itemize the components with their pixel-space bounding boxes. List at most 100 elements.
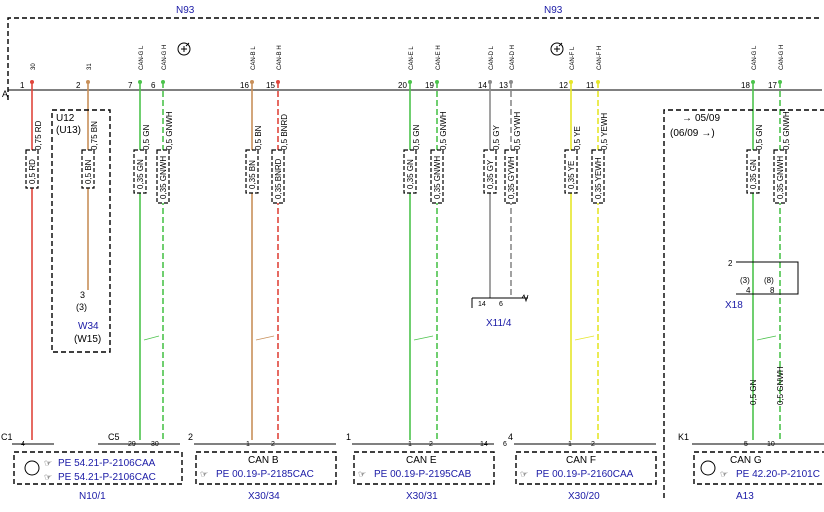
u12-pin: 3 xyxy=(80,290,85,300)
wire-spec-wcandh: 0,5 GYWH xyxy=(513,112,522,150)
svg-text:(06/09→): (06/09→) xyxy=(670,128,715,139)
n101-pe1[interactable]: PE 54.21-P-2106CAA xyxy=(58,458,156,469)
pin-name-wcaneh: CAN-E H xyxy=(436,45,442,70)
wire-spec-box-label-wcangh: 0,35 GNWH xyxy=(159,156,168,199)
pin-name-wcangh2: CAN-G H xyxy=(779,45,785,70)
pin-number-w30: 1 xyxy=(20,81,25,90)
wire-spec-lower-wcangl2: 0,5 GN xyxy=(749,379,758,405)
pin-number-wcandh: 13 xyxy=(499,81,508,90)
wire-spec-box-wcangl xyxy=(133,149,147,194)
pin-name-wcandh: CAN-D H xyxy=(510,45,516,70)
pin-number-wcanfh: 11 xyxy=(586,81,595,90)
component-x30-34[interactable]: 2 CAN B ☞ PE 00.19-P-2185CAC X30/34 xyxy=(188,432,337,502)
wire-spec-wcandl: 0,5 GY xyxy=(492,124,501,150)
pin-number-wcanbl: 16 xyxy=(240,81,249,90)
x3020-pe[interactable]: PE 00.19-P-2160CAA xyxy=(536,469,634,480)
n101-ref: N10/1 xyxy=(79,491,106,502)
wire-spec-wcanbh: 0,5 BNRD xyxy=(280,114,289,150)
pin-wcangl xyxy=(138,80,142,84)
twist-marker-wcanfl xyxy=(574,335,595,341)
wire-spec-box-label-wcanbh: 0,35 BNRD xyxy=(274,158,283,199)
hand-icon: ☞ xyxy=(200,469,208,479)
a13-pe[interactable]: PE 42.20-P-2101C xyxy=(736,469,820,480)
pin-wcandh xyxy=(509,80,513,84)
svg-text:☞: ☞ xyxy=(200,469,208,479)
x11-pin-b: 6 xyxy=(499,301,503,308)
pin-name-w30: 30 xyxy=(31,63,37,70)
pin-wcanbl xyxy=(250,80,254,84)
n101-pe2[interactable]: PE 54.21-P-2106CAC xyxy=(58,472,156,483)
n101-c5: C5 xyxy=(108,432,120,442)
a13-num: K1 xyxy=(678,432,689,442)
pin-number-w31: 2 xyxy=(76,81,81,90)
date-from: 05/09 xyxy=(695,113,720,124)
pin-number-wcanel: 20 xyxy=(398,81,407,90)
wire-spec-wcaneh: 0,5 GNWH xyxy=(439,111,448,150)
wire-spec-box-wcaneh xyxy=(430,149,444,204)
date-to: (06/09 xyxy=(670,128,699,139)
u12-box xyxy=(51,109,111,353)
pin-name-wcanbh: CAN-B H xyxy=(277,45,283,70)
wire-spec-box-wcanfl xyxy=(564,149,578,194)
x3031-ref: X30/31 xyxy=(406,491,438,502)
component-x30-20[interactable]: 4 CAN F ☞ PE 00.19-P-2160CAA X30/20 xyxy=(508,432,657,502)
component-a13[interactable]: K1 CAN G ☞ PE 42.20-P-2101C A13 xyxy=(678,432,824,502)
pin-number-wcanbh: 15 xyxy=(266,81,275,90)
bottom-pin-wcandh: 6 xyxy=(503,441,507,448)
x3034-can: CAN B xyxy=(248,455,279,466)
x3034-num: 2 xyxy=(188,432,193,442)
wire-spec-wcanel: 0,5 GN xyxy=(412,124,421,150)
pin-wcanfl xyxy=(569,80,573,84)
twist-marker-wcanel xyxy=(413,335,434,341)
wire-spec-box-label-w30: 0,5 RD xyxy=(28,159,37,184)
wire-spec-wcangh2: 0,5 GNWH xyxy=(782,111,791,150)
a13-ref: A13 xyxy=(736,491,754,502)
x18-pin-b: (8) xyxy=(764,276,774,285)
x3031-can: CAN E xyxy=(406,455,437,466)
hand-icon: ☞ xyxy=(520,469,528,479)
wire-spec-w30: 0,75 RD xyxy=(34,120,43,150)
twist-marker-wcangl2 xyxy=(756,335,777,341)
wire-spec-box-label-wcanbl: 0,35 BN xyxy=(248,160,257,189)
u13-label: (U13) xyxy=(56,125,81,136)
pin-number-wcangl: 7 xyxy=(128,81,133,90)
hand-icon: ☞ xyxy=(358,469,366,479)
x3020-ref: X30/20 xyxy=(568,491,600,502)
u12-label: U12 xyxy=(56,113,75,124)
x18-pin-d: 8 xyxy=(770,286,775,295)
n93-title-right: N93 xyxy=(544,5,563,16)
wire-spec-box-label-wcangl: 0,35 GN xyxy=(136,159,145,189)
pin-name-wcanfl: CAN-F L xyxy=(570,46,576,70)
pin-number-wcanfl: 12 xyxy=(559,81,568,90)
row-letter: A xyxy=(2,89,8,99)
wire-spec-box-label-wcanfl: 0,35 YE xyxy=(567,161,576,189)
wire-spec-box-label-wcandh: 0,35 GYWH xyxy=(507,156,516,199)
x3020-can: CAN F xyxy=(566,455,596,466)
date-arrow: → xyxy=(682,113,692,124)
hand-icon: ☞ xyxy=(720,469,728,479)
pin-w30 xyxy=(30,80,34,84)
x3031-pe[interactable]: PE 00.19-P-2195CAB xyxy=(374,469,472,480)
hand-icon: ☞ xyxy=(44,472,52,482)
pin-wcangh2 xyxy=(778,80,782,84)
u12-pin-alt: (3) xyxy=(76,302,87,312)
pin-wcanbh xyxy=(276,80,280,84)
x18-pin-top: 2 xyxy=(728,259,733,268)
wire-spec-wcanfh: 0,5 YEWH xyxy=(600,113,609,150)
wire-spec-box-label-wcaneh: 0,35 GNWH xyxy=(433,156,442,199)
component-n10-1[interactable]: C1 C5 4 ☞ PE 54.21-P-2106CAA ☞ PE 54.21-… xyxy=(1,432,183,502)
pin-w31 xyxy=(86,80,90,84)
pin-name-wcangl2: CAN-G L xyxy=(752,45,758,70)
a13-box xyxy=(663,109,824,498)
wire-spec-box-label-w31: 0,5 BN xyxy=(84,159,93,184)
x18-box xyxy=(736,261,799,295)
svg-text:→05/09: →05/09 xyxy=(682,113,720,124)
wire-spec-box-wcanbl xyxy=(245,149,259,194)
pin-name-wcandl: CAN-D L xyxy=(489,45,495,70)
ground-icon xyxy=(177,42,191,56)
wire-spec-box-label-wcangh2: 0,35 GNWH xyxy=(776,156,785,199)
component-x30-31[interactable]: 1 CAN E ☞ PE 00.19-P-2195CAB X30/31 xyxy=(346,432,495,502)
x3034-pe[interactable]: PE 00.19-P-2185CAC xyxy=(216,469,314,480)
ground-icon xyxy=(700,460,716,476)
